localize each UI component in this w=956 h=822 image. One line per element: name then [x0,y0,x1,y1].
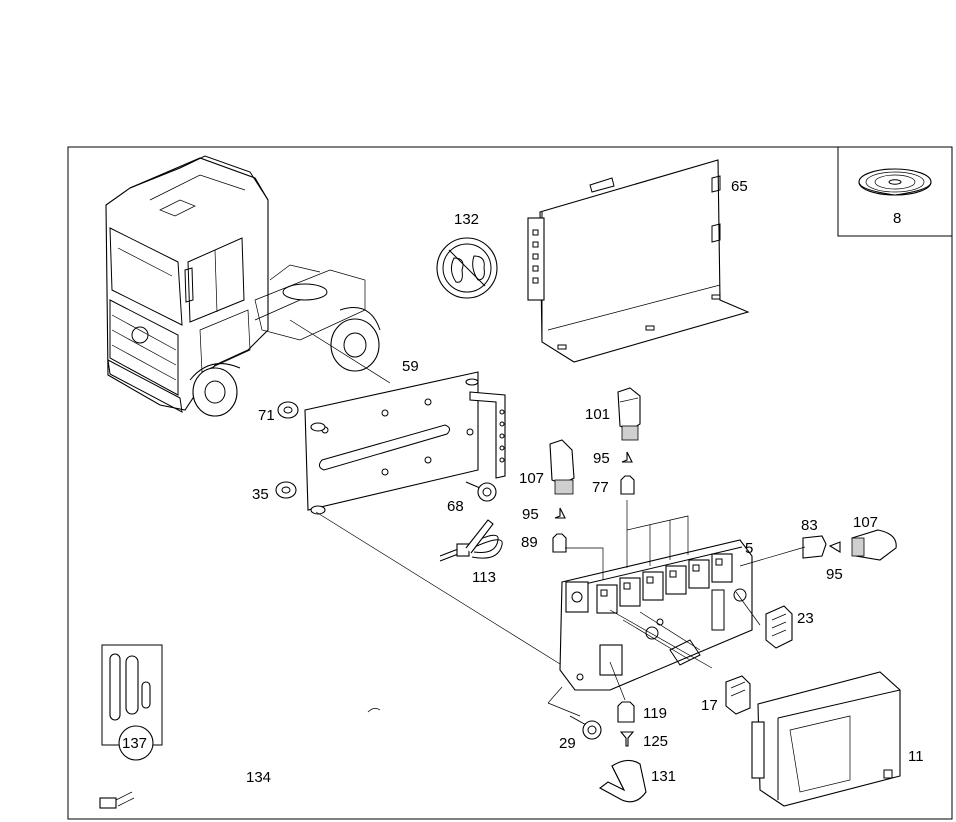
sleeve-kit-part[interactable] [101,644,163,761]
truck-illustration [105,155,391,417]
cable-134-part[interactable] [99,708,381,809]
label-77: 77 [592,479,609,496]
nut-35-part[interactable] [275,481,297,499]
pin-125-part[interactable] [619,731,635,747]
label-29: 29 [559,735,576,752]
label-59: 59 [402,358,419,375]
label-125: 125 [643,733,668,750]
screw-29-part[interactable] [569,715,602,740]
module-carrier-part[interactable] [559,539,753,691]
diagram-frame [67,146,953,820]
housing-83-part[interactable] [802,535,827,559]
label-8: 8 [893,210,901,227]
bolt-68-part[interactable] [465,481,497,502]
label-101: 101 [585,406,610,423]
label-17: 17 [701,697,718,714]
part-number-labels: 8 65 132 59 71 101 95 107 77 35 68 95 83… [122,178,924,786]
cable-tie-part[interactable] [439,519,503,562]
label-65: 65 [731,178,748,195]
nut-71-part[interactable] [277,401,299,419]
housing-89-part[interactable] [552,533,567,553]
pin-95-b-part[interactable] [554,507,566,519]
label-89: 89 [521,534,538,551]
housing-119-part[interactable] [617,701,635,723]
label-83: 83 [801,517,818,534]
label-113: 113 [472,569,496,586]
label-137: 137 [122,735,147,752]
leader-lines [315,500,806,717]
label-131: 131 [651,768,676,785]
cd-inset-box [837,147,952,237]
connector-107-a-part[interactable] [549,439,575,495]
label-35: 35 [252,486,269,503]
label-119: 119 [643,705,667,722]
connector-107-b-part[interactable] [851,529,897,561]
label-23: 23 [797,610,814,627]
label-95-a: 95 [593,450,610,467]
cover-sheet-part[interactable] [527,159,750,363]
label-71: 71 [258,407,275,424]
connector-101-part[interactable] [617,387,641,441]
label-107-b: 107 [853,514,878,531]
label-5: 5 [745,540,753,557]
clip-131-part[interactable] [598,759,647,803]
label-132: 132 [454,211,479,228]
label-95-c: 95 [826,566,843,583]
fuse-holder-17-part[interactable] [725,675,751,715]
housing-77-part[interactable] [620,475,635,495]
cover-housing-part[interactable] [751,671,901,807]
label-134: 134 [246,769,271,786]
mounting-plate-part[interactable] [304,371,506,515]
pin-95-a-part[interactable] [621,451,633,463]
label-68: 68 [447,498,464,515]
label-95-b: 95 [522,506,539,523]
cd-disc-part[interactable] [858,168,932,196]
no-step-sticker-part[interactable] [436,237,498,299]
fuse-holder-23-part[interactable] [765,605,793,649]
label-107-a: 107 [519,470,544,487]
label-11: 11 [908,748,924,765]
pin-95-c-part[interactable] [828,541,841,553]
